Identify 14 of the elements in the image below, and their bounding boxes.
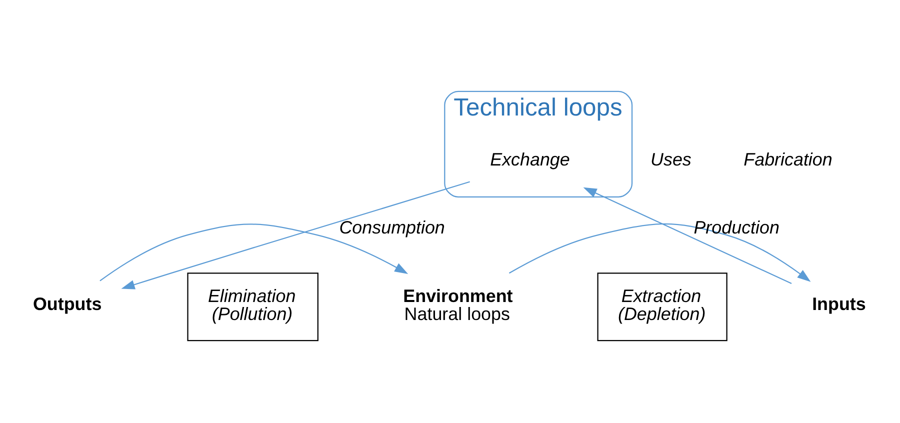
arrow bbox=[121, 181, 470, 290]
edge-label: Consumption bbox=[339, 218, 445, 238]
arrow bbox=[508, 223, 811, 282]
edge-label: Production bbox=[694, 218, 780, 238]
node-text: Exchange bbox=[490, 149, 570, 170]
node-box: Elimination (Pollution) bbox=[187, 272, 318, 342]
arrow bbox=[100, 224, 408, 282]
label: Uses bbox=[650, 149, 692, 170]
label: Fabrication bbox=[744, 149, 832, 170]
node-text: Inputs bbox=[812, 294, 866, 314]
node-text: Environment Natural loops bbox=[403, 286, 513, 324]
node-box: Extraction (Depletion) bbox=[597, 272, 728, 342]
node-text: Outputs bbox=[32, 294, 102, 314]
arrow bbox=[583, 187, 792, 284]
